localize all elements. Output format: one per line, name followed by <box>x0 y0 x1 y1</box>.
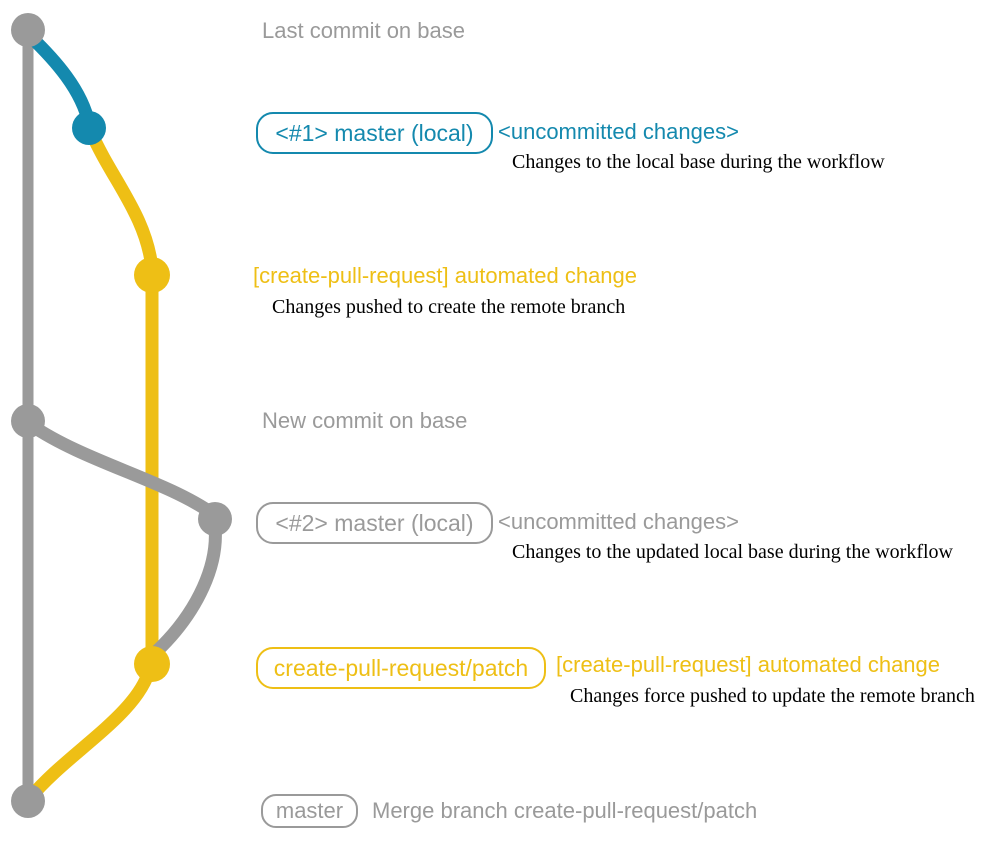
branch-badge-label: master <box>275 798 344 823</box>
automated-change-caption-1: Changes pushed to create the remote bran… <box>272 296 626 318</box>
commit-node-local-1 <box>72 111 106 145</box>
automated-change-title-2: [create-pull-request] automated change <box>556 652 941 677</box>
commit-node-base-new <box>11 404 45 438</box>
branch-badge-patch: create-pull-request/patch <box>256 647 546 689</box>
local-change-caption-2: Changes to the updated local base during… <box>512 541 953 563</box>
local-change-caption-1: Changes to the local base during the wor… <box>512 151 885 173</box>
branch-badge-master-local-2: <#2> master (local) <box>256 502 493 544</box>
last-commit-label: Last commit on base <box>262 18 465 43</box>
local-change-branch-2 <box>24 418 222 659</box>
commit-node-patch-2 <box>134 646 170 682</box>
merge-branch-line <box>23 661 157 805</box>
uncommitted-changes-label-1: <uncommitted changes> <box>498 119 739 144</box>
automated-change-caption-2: Changes force pushed to update the remot… <box>570 685 975 707</box>
patch-branch-line <box>84 125 159 667</box>
branch-badge-master: master <box>261 794 358 828</box>
merge-branch-label: Merge branch create-pull-request/patch <box>372 798 758 823</box>
branch-badge-label: <#1> master (local) <box>275 119 474 146</box>
new-commit-label: New commit on base <box>262 408 468 433</box>
branch-badge-master-local-1: <#1> master (local) <box>256 112 493 154</box>
uncommitted-changes-label-2: <uncommitted changes> <box>498 509 739 534</box>
commit-node-local-2 <box>198 502 232 536</box>
branch-badge-label: create-pull-request/patch <box>273 654 529 681</box>
local-change-branch-1 <box>23 29 96 131</box>
branch-badge-label: <#2> master (local) <box>275 509 474 536</box>
commit-node-merge <box>11 784 45 818</box>
commit-node-patch-1 <box>134 257 170 293</box>
commit-node-base-last <box>11 13 45 47</box>
automated-change-title-1: [create-pull-request] automated change <box>253 263 638 288</box>
